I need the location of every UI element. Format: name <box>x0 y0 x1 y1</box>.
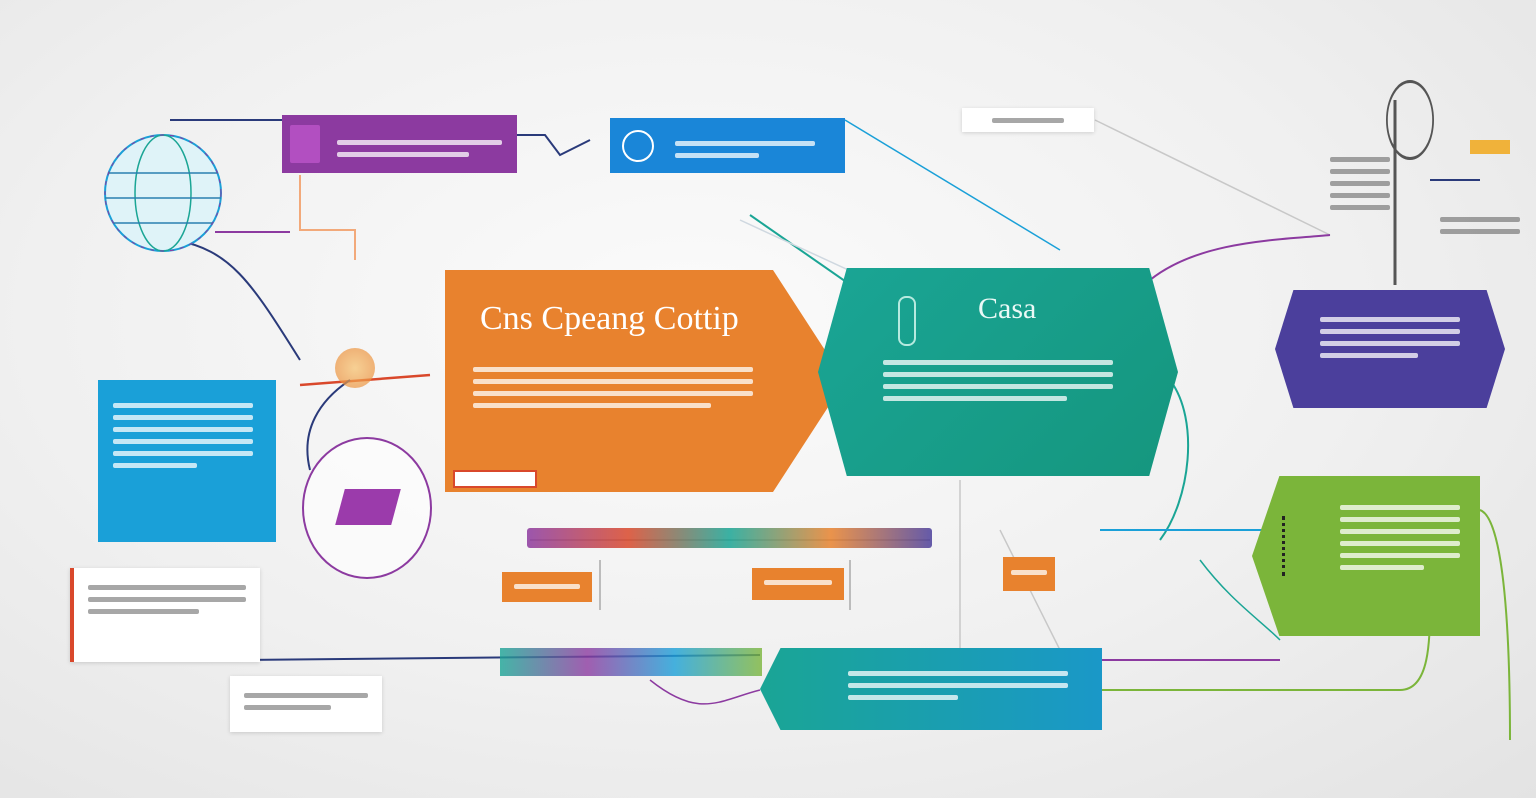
orange-badge-1 <box>502 572 592 602</box>
blue-info-card <box>98 380 276 542</box>
yellow-badge <box>1470 140 1510 154</box>
bottom-teal-banner <box>760 648 1102 730</box>
teal-hexagon-card: Casa <box>818 268 1178 476</box>
purple-header-card <box>282 115 517 173</box>
green-tag-marker <box>1282 516 1295 576</box>
secondary-title: Casa <box>978 292 1037 325</box>
white-note-card <box>70 568 260 662</box>
orange-badge-3 <box>1003 557 1055 591</box>
right-side-notes <box>1330 150 1390 250</box>
orange-card-tag <box>453 470 537 488</box>
main-orange-card: Cns Cpeang Cottip <box>445 270 845 492</box>
purple-card-icon <box>290 125 320 163</box>
right-side-notes-2 <box>1440 210 1520 250</box>
plug-icon <box>1386 80 1434 160</box>
document-circle <box>302 437 432 579</box>
arrow-icon <box>335 348 375 388</box>
document-stack-icon <box>335 489 401 525</box>
top-label <box>962 108 1094 132</box>
indigo-hexagon-card <box>1275 290 1505 408</box>
bottom-gradient-strip <box>500 648 762 676</box>
green-tag-card <box>1252 476 1480 636</box>
orange-badge-2 <box>752 568 844 600</box>
magnifier-icon <box>622 130 654 162</box>
globe-icon <box>104 134 222 252</box>
main-title: Cns Cpeang Cottip <box>480 300 739 337</box>
blue-header-card <box>610 118 845 173</box>
pen-icon <box>898 296 916 346</box>
timeline-strip <box>527 528 932 548</box>
white-label-card <box>230 676 382 732</box>
